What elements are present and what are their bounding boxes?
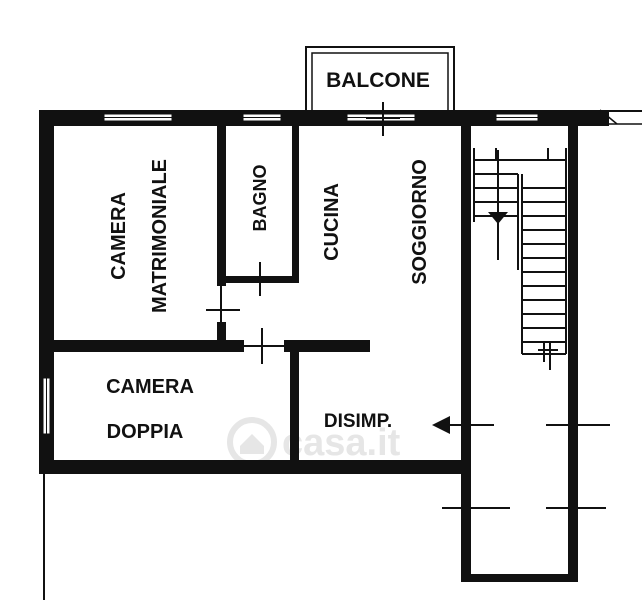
label-disimp: DISIMP. bbox=[324, 411, 392, 432]
staircase-icon bbox=[473, 148, 567, 370]
label-camera-matrimoniale-line1: CAMERA bbox=[108, 192, 130, 280]
label-balcone: BALCONE bbox=[326, 69, 430, 92]
label-cucina: CUCINA bbox=[321, 183, 343, 261]
entrance-arrow-icon bbox=[432, 416, 470, 434]
lower-lines bbox=[43, 109, 642, 600]
interior-walls bbox=[54, 126, 370, 460]
label-soggiorno: SOGGIORNO bbox=[409, 159, 431, 285]
label-camera-matrimoniale-line2: MATRIMONIALE bbox=[149, 159, 171, 313]
door-swing-icon bbox=[206, 102, 610, 530]
label-camera-doppia-line2: DOPPIA bbox=[107, 421, 184, 443]
label-bagno: BAGNO bbox=[250, 165, 270, 232]
stair-arrow-icon bbox=[488, 212, 508, 224]
watermark-text: casa.it bbox=[282, 422, 401, 464]
label-camera-doppia-line1: CAMERA bbox=[106, 376, 194, 398]
